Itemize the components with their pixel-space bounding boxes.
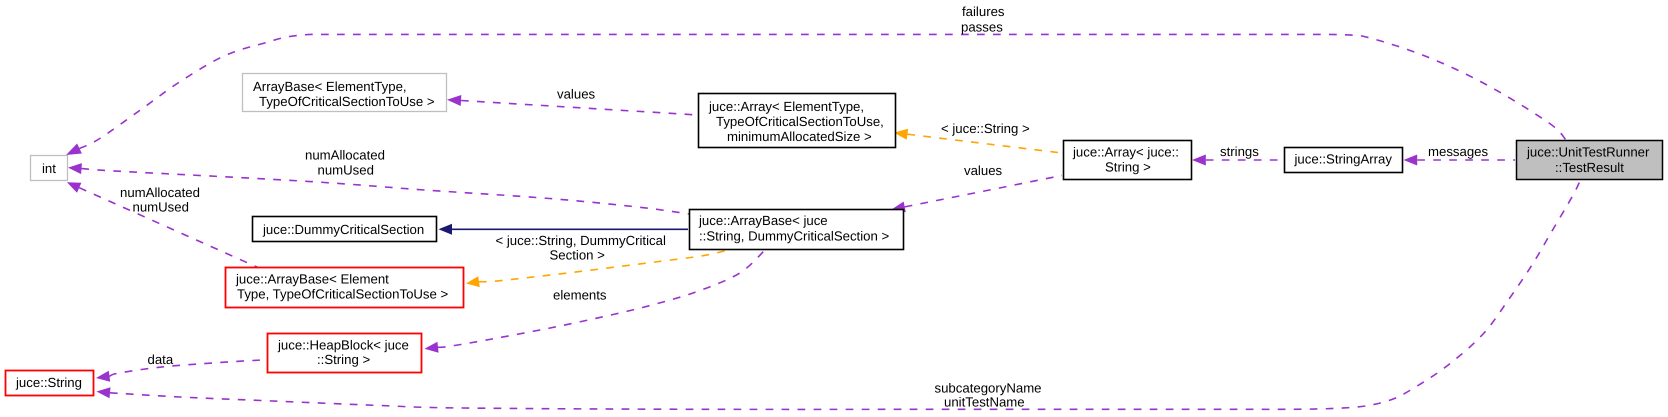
svg-text:juce::StringArray: juce::StringArray	[1294, 152, 1393, 167]
svg-text:values: values	[557, 87, 596, 102]
svg-text:subcategoryName: subcategoryName	[935, 381, 1042, 396]
svg-text:< juce::String, DummyCritical: < juce::String, DummyCritical	[496, 233, 666, 248]
svg-text:strings: strings	[1220, 144, 1259, 159]
svg-text:Section >: Section >	[550, 248, 606, 263]
svg-text:TypeOfCriticalSectionToUse,: TypeOfCriticalSectionToUse,	[716, 114, 884, 129]
svg-text:numUsed: numUsed	[133, 200, 189, 215]
svg-text:unitTestName: unitTestName	[944, 395, 1025, 410]
svg-text:int: int	[42, 161, 56, 176]
svg-text:minimumAllocatedSize >: minimumAllocatedSize >	[727, 129, 872, 144]
svg-text:::String >: ::String >	[317, 352, 370, 367]
svg-text:elements: elements	[553, 288, 607, 303]
svg-text:juce::HeapBlock< juce: juce::HeapBlock< juce	[277, 337, 409, 352]
svg-text:juce::Array< juce::: juce::Array< juce::	[1072, 145, 1179, 160]
svg-text:juce::ArrayBase< juce: juce::ArrayBase< juce	[698, 213, 828, 228]
svg-text:numAllocated: numAllocated	[305, 148, 385, 163]
svg-text:Type, TypeOfCriticalSectionToU: Type, TypeOfCriticalSectionToUse >	[237, 287, 449, 302]
svg-text:values: values	[964, 163, 1003, 178]
svg-text:juce::ArrayBase< Element: juce::ArrayBase< Element	[235, 272, 389, 287]
svg-text:failures: failures	[962, 4, 1005, 19]
svg-text:String >: String >	[1105, 160, 1151, 175]
svg-text:passes: passes	[961, 20, 1003, 35]
svg-text:< juce::String >: < juce::String >	[941, 121, 1030, 136]
svg-text:ArrayBase< ElementType,: ArrayBase< ElementType,	[253, 79, 407, 94]
svg-text:juce::DummyCriticalSection: juce::DummyCriticalSection	[262, 222, 424, 237]
svg-text:juce::String: juce::String	[15, 375, 82, 390]
svg-text:numUsed: numUsed	[318, 163, 374, 178]
svg-text:::String, DummyCriticalSection: ::String, DummyCriticalSection >	[699, 228, 889, 243]
svg-text:juce::Array< ElementType,: juce::Array< ElementType,	[708, 99, 864, 114]
svg-text:data: data	[148, 352, 174, 367]
svg-text:messages: messages	[1428, 144, 1489, 159]
svg-text:juce::UnitTestRunner: juce::UnitTestRunner	[1526, 145, 1650, 160]
svg-text:numAllocated: numAllocated	[120, 185, 200, 200]
svg-text:::TestResult: ::TestResult	[1555, 160, 1624, 175]
svg-text:TypeOfCriticalSectionToUse >: TypeOfCriticalSectionToUse >	[259, 94, 435, 109]
